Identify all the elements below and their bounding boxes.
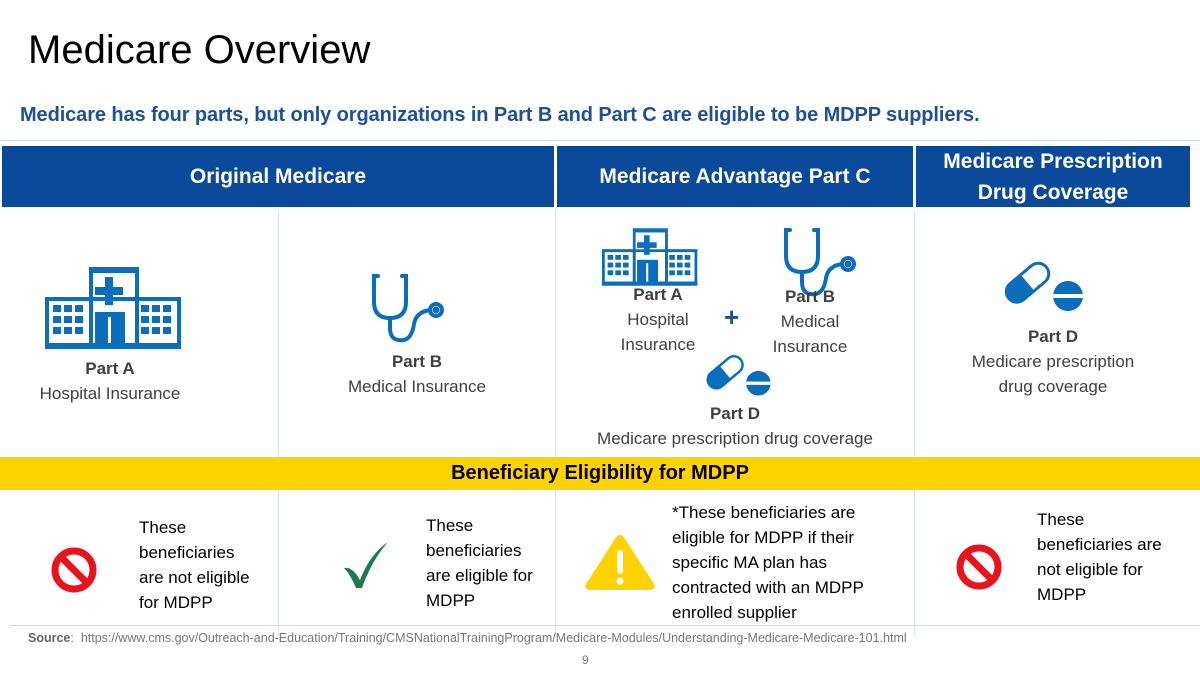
- checkmark-icon: [344, 542, 388, 588]
- page-number: 9: [582, 653, 589, 667]
- source-note: Source: https://www.cms.gov/Outreach-and…: [28, 631, 907, 645]
- no-entry-icon: [51, 547, 97, 593]
- plus-icon: +: [724, 302, 740, 332]
- header-medicare-advantage: Medicare Advantage Part C: [557, 146, 913, 207]
- warning-icon: [585, 535, 655, 590]
- header-prescription-drug: Medicare Prescription Drug Coverage: [916, 146, 1190, 207]
- hospital-icon: [602, 228, 698, 286]
- pill-icon: [1000, 258, 1083, 311]
- pill-icon: [702, 352, 771, 396]
- divider: [0, 140, 1200, 141]
- stethoscope-icon: [372, 274, 444, 343]
- header-original-medicare: Original Medicare: [2, 146, 554, 207]
- divider: [10, 625, 1200, 626]
- slide-title: Medicare Overview: [28, 28, 371, 72]
- source-link[interactable]: https://www.cms.gov/Outreach-and-Educati…: [80, 631, 907, 645]
- slide-subtitle: Medicare has four parts, but only organi…: [20, 104, 980, 126]
- no-entry-icon: [956, 544, 1002, 590]
- eligibility-banner: Beneficiary Eligibility for MDPP: [0, 457, 1200, 490]
- hospital-icon: [45, 267, 182, 349]
